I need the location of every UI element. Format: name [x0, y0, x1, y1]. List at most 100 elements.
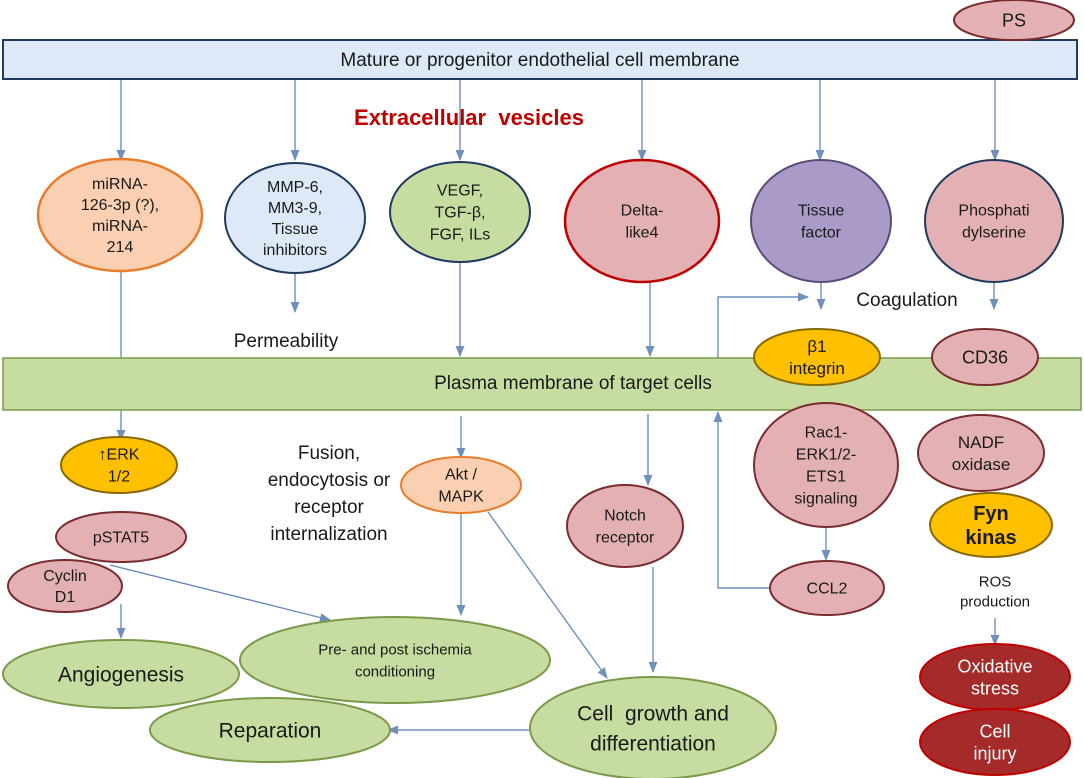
- node-nadf-shape: [917, 414, 1045, 492]
- node-cell-injury-line-2: injury: [973, 743, 1016, 763]
- target-membrane-label: Plasma membrane of target cells: [434, 373, 712, 394]
- node-angiogenesis-shape: [2, 639, 240, 709]
- node-reparation-shape: [149, 697, 391, 763]
- node-angiogenesis-line-1: Angiogenesis: [58, 663, 184, 686]
- node-rac1-line-2: ERK1/2-: [796, 447, 856, 464]
- node-cell-injury-shape: [919, 708, 1071, 776]
- target-membrane: Plasma membrane of target cells: [2, 357, 1082, 411]
- node-ccl2: CCL2: [769, 560, 885, 616]
- node-cd36: CD36: [931, 328, 1039, 386]
- node-mmp-line-3: Tissue: [272, 221, 319, 238]
- node-fyn-shape: [929, 492, 1053, 558]
- node-reparation: Reparation: [149, 697, 391, 763]
- node-vegf: VEGF,TGF-β,FGF, ILs: [389, 161, 531, 263]
- node-mirna-line-1: miRNA-: [92, 176, 148, 193]
- node-mirna: miRNA- 126-3p (?), miRNA- 214: [36, 157, 204, 273]
- coagulation-label: Coagulation: [856, 290, 957, 311]
- arrow-akt-to-cell-growth: [487, 511, 608, 679]
- node-ps: PS: [953, 0, 1075, 41]
- node-erk12: ↑ERK 1/2: [60, 436, 178, 494]
- node-reparation-line-1: Reparation: [219, 719, 322, 742]
- node-mmp: MMP-6, MM3-9, Tissue inhibitors: [224, 162, 366, 274]
- node-rac1-line-3: ETS1: [806, 469, 846, 486]
- node-nadf-line-1: NADF: [958, 433, 1004, 452]
- node-ps-line-1: PS: [1002, 10, 1026, 30]
- node-rac1-line-1: Rac1-: [805, 425, 848, 442]
- ros-production-label-line-1: ROS: [979, 573, 1012, 590]
- node-erk12-shape: [60, 436, 178, 494]
- node-vegf-line-3: FGF, ILs: [430, 227, 490, 244]
- node-phosphatidylserine: Phosphati dylserine: [924, 159, 1064, 283]
- node-b1-integrin-shape: [753, 328, 881, 386]
- node-cd36-line-1: CD36: [962, 347, 1008, 367]
- arrows: [109, 79, 1000, 735]
- node-erk12-line-2: 1/2: [108, 469, 130, 486]
- node-ischemia: Pre- and post ischemia conditioning: [239, 616, 551, 704]
- node-mirna-line-3: miRNA-: [92, 218, 148, 235]
- node-phosphatidylserine-line-2: dylserine: [962, 225, 1026, 242]
- node-ischemia-line-2: conditioning: [355, 663, 435, 680]
- node-vegf-line-1: VEGF,: [437, 183, 483, 200]
- node-rac1-shape: [753, 402, 899, 528]
- node-ccl2-shape: [769, 560, 885, 616]
- node-mmp-line-1: MMP-6,: [267, 179, 323, 196]
- node-phosphatidylserine-shape: [924, 159, 1064, 283]
- node-mirna-line-4: 214: [107, 239, 134, 256]
- fusion-label: Fusion,endocytosis orreceptorinternaliza…: [268, 443, 391, 545]
- node-fyn-line-2: kinas: [965, 527, 1016, 549]
- node-tissue-factor-shape: [750, 159, 892, 283]
- node-phosphatidylserine-line-1: Phosphati: [958, 203, 1029, 220]
- arrow-membrane-to-coagulation: [717, 292, 810, 358]
- node-b1-integrin-line-2: integrin: [789, 359, 845, 378]
- node-mirna-shape: [36, 157, 204, 273]
- node-akt: Akt / MAPK: [400, 456, 522, 514]
- node-mmp-line-2: MM3-9,: [268, 200, 322, 217]
- fusion-label-line-4: internalization: [270, 524, 387, 545]
- permeability-label: Permeability: [234, 331, 339, 352]
- node-notch-line-2: receptor: [596, 530, 655, 547]
- arrow-pstat5-to-ischemia: [109, 564, 332, 622]
- node-erk12-line-1: ↑ERK: [99, 447, 140, 464]
- node-ischemia-line-1: Pre- and post ischemia: [318, 641, 472, 658]
- extracellular-vesicles-label: Extracellular vesicles: [354, 105, 584, 130]
- node-cell-injury-line-1: Cell: [979, 721, 1010, 741]
- node-notch-shape: [566, 484, 684, 568]
- node-delta-line-1: Delta-: [621, 203, 664, 220]
- target-membrane-bar: [2, 357, 1082, 411]
- node-mirna-line-2: 126-3p (?),: [81, 197, 159, 214]
- node-ccl2-line-1: CCL2: [807, 581, 848, 598]
- node-cyclin-line-2: D1: [55, 589, 76, 606]
- node-b1-integrin-line-1: β1: [807, 337, 826, 356]
- node-nadf-line-2: oxidase: [952, 455, 1011, 474]
- node-b1-integrin: β1 integrin: [753, 328, 881, 386]
- node-oxidative-line-2: stress: [971, 678, 1019, 698]
- node-cyclin-line-1: Cyclin: [43, 568, 87, 585]
- node-pstat5-shape: [55, 511, 187, 563]
- node-delta: Delta-like4: [563, 158, 721, 284]
- node-akt-line-1: Akt /: [445, 467, 478, 484]
- ros-production-label-line-2: production: [960, 593, 1030, 610]
- node-ischemia-shape: [239, 616, 551, 704]
- fusion-label-line-2: endocytosis or: [268, 470, 391, 491]
- top-membrane-bar: [2, 39, 1078, 80]
- node-akt-line-2: MAPK: [438, 489, 484, 506]
- node-pstat5-line-1: pSTAT5: [93, 530, 149, 547]
- node-tissue-factor-line-2: factor: [801, 225, 842, 242]
- node-nadf: NADF oxidase: [917, 414, 1045, 492]
- node-mmp-shape: [224, 162, 366, 274]
- node-tissue-factor-line-1: Tissue: [798, 203, 845, 220]
- node-delta-shape: [563, 158, 721, 284]
- top-membrane: Mature or progenitor endothelial cell me…: [2, 39, 1078, 80]
- node-angiogenesis: Angiogenesis: [2, 639, 240, 709]
- node-oxidative-shape: [919, 643, 1071, 711]
- node-mmp-line-4: inhibitors: [263, 242, 327, 259]
- node-cell-growth-line-1: Cell growth and: [577, 702, 729, 725]
- node-ps-shape: [953, 0, 1075, 41]
